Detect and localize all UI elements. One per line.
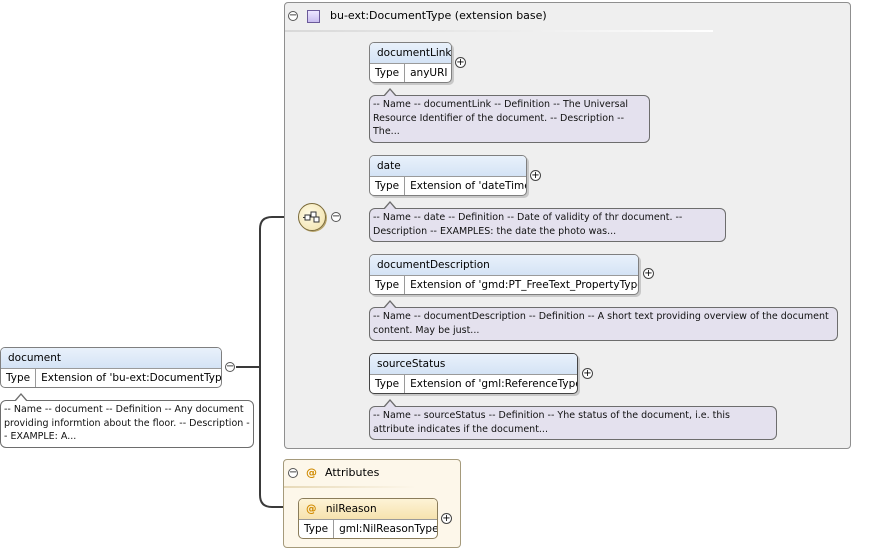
extension-panel-title: bu-ext:DocumentType (extension base) bbox=[330, 9, 547, 22]
element-document[interactable]: document Type Extension of 'bu-ext:Docum… bbox=[0, 347, 222, 388]
type-value: Extension of 'gmd:PT_FreeText_PropertyTy… bbox=[410, 279, 639, 291]
element-name: date bbox=[370, 156, 526, 177]
element-sourceStatus[interactable]: sourceStatus Type Extension of 'gml:Refe… bbox=[369, 353, 578, 394]
attribute-at-icon: @ bbox=[306, 503, 317, 515]
type-label: Type bbox=[1, 369, 37, 387]
attribute-nilReason[interactable]: @ nilReason Type gml:NilReasonType bbox=[298, 498, 438, 539]
type-value: Extension of 'gml:ReferenceType' bbox=[410, 378, 578, 390]
expand-icon[interactable]: + bbox=[582, 368, 593, 379]
type-label: Type bbox=[370, 375, 406, 393]
document-annotation: -- Name -- document -- Definition -- Any… bbox=[0, 393, 254, 448]
attribute-name: nilReason bbox=[325, 503, 377, 515]
sequence-compositor-icon[interactable] bbox=[298, 203, 326, 231]
attribute-at-icon: @ bbox=[306, 466, 317, 479]
type-value: gml:NilReasonType bbox=[339, 523, 438, 535]
document-collapse-toggle[interactable]: − bbox=[225, 361, 235, 372]
attribute-name-row: @ nilReason bbox=[299, 499, 437, 520]
type-label: Type bbox=[370, 177, 406, 195]
attributes-collapse-toggle[interactable]: − bbox=[288, 467, 298, 478]
element-documentDescription[interactable]: documentDescription Type Extension of 'g… bbox=[369, 254, 639, 295]
type-label: Type bbox=[370, 276, 406, 294]
element-name: documentDescription bbox=[370, 255, 638, 276]
attributes-header-divider bbox=[284, 486, 416, 488]
expand-icon[interactable]: + bbox=[530, 170, 541, 181]
element-name: document bbox=[1, 348, 221, 369]
expand-icon[interactable]: + bbox=[643, 268, 654, 279]
attributes-panel-title: Attributes bbox=[325, 466, 380, 479]
sequence-collapse-toggle[interactable]: − bbox=[331, 211, 341, 222]
expand-icon[interactable]: + bbox=[441, 513, 452, 524]
complex-type-icon bbox=[307, 10, 320, 23]
element-name: sourceStatus bbox=[370, 354, 577, 375]
documentLink-annotation: -- Name -- documentLink -- Definition --… bbox=[369, 88, 650, 143]
sourceStatus-annotation: -- Name -- sourceStatus -- Definition --… bbox=[369, 399, 777, 440]
panel-header-divider bbox=[285, 30, 713, 32]
element-name: documentLink bbox=[370, 43, 451, 64]
date-annotation: -- Name -- date -- Definition -- Date of… bbox=[369, 201, 726, 242]
type-value: Extension of 'bu-ext:DocumentType' bbox=[41, 372, 222, 384]
type-label: Type bbox=[370, 64, 406, 82]
expand-icon[interactable]: + bbox=[455, 57, 466, 68]
collapse-toggle[interactable]: − bbox=[288, 10, 298, 21]
element-documentLink[interactable]: documentLink Type anyURI bbox=[369, 42, 452, 83]
documentDescription-annotation: -- Name -- documentDescription -- Defini… bbox=[369, 300, 838, 341]
type-value: Extension of 'dateTime' bbox=[410, 180, 527, 192]
element-date[interactable]: date Type Extension of 'dateTime' bbox=[369, 155, 527, 196]
type-value: anyURI bbox=[410, 67, 448, 79]
type-label: Type bbox=[299, 520, 335, 538]
